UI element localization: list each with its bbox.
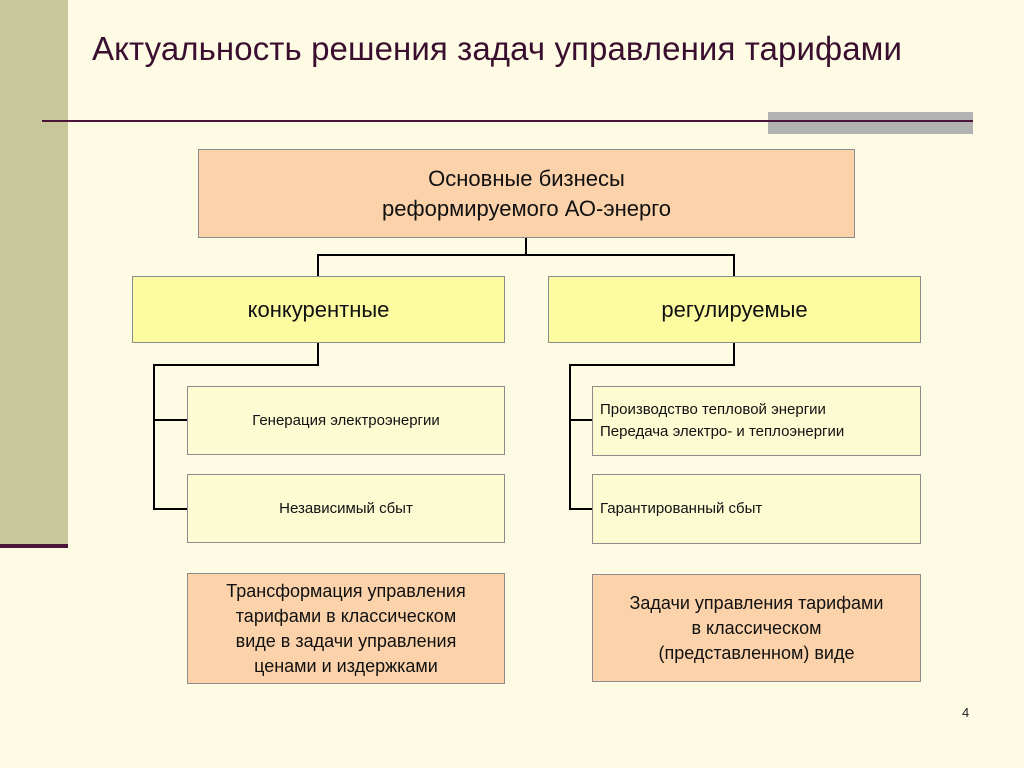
note-left-line: Трансформация управления	[226, 580, 466, 601]
item-independent-sales: Независимый сбыт	[187, 474, 505, 543]
note-left-line: виде в задачи управления	[235, 630, 457, 651]
item-heat-production-line: Производство тепловой энергии	[600, 401, 826, 418]
title-rule-accent-line	[768, 120, 973, 122]
root-node-line-2: реформируемого АО-энерго	[382, 195, 671, 221]
slide-page-number: 4	[962, 705, 970, 720]
note-right-line: в классическом	[691, 617, 822, 638]
note-left-line: ценами и издержками	[254, 655, 438, 676]
category-competitive: конкурентные	[132, 276, 505, 343]
item-guaranteed-sales: Гарантированный сбыт	[592, 474, 921, 544]
title-rule-accent	[768, 112, 973, 134]
slide-title: Актуальность решения задач управления та…	[92, 30, 903, 67]
note-transformation: Трансформация управления тарифами в клас…	[187, 573, 505, 684]
connector-root-to-categories	[317, 238, 735, 276]
item-power-generation: Генерация электроэнергии	[187, 386, 505, 455]
side-decor-bar	[0, 0, 68, 548]
root-node-line-1: Основные бизнесы	[428, 165, 625, 191]
side-decor-base-line	[0, 544, 68, 548]
connector-right-category-to-items	[569, 343, 735, 510]
category-regulated: регулируемые	[548, 276, 921, 343]
note-right-line: (представленном) виде	[658, 642, 855, 663]
item-heat-production-transmission: Производство тепловой энергии Передача э…	[592, 386, 921, 456]
title-underline	[42, 120, 973, 122]
connector-left-category-to-items	[153, 343, 319, 510]
item-transmission-line: Передача электро- и теплоэнергии	[600, 423, 845, 440]
root-node-main-businesses: Основные бизнесы реформируемого АО-энерг…	[198, 149, 855, 238]
note-left-line: тарифами в классическом	[235, 605, 457, 626]
note-right-line: Задачи управления тарифами	[629, 592, 884, 613]
note-classic-tariff-tasks: Задачи управления тарифами в классическо…	[592, 574, 921, 682]
